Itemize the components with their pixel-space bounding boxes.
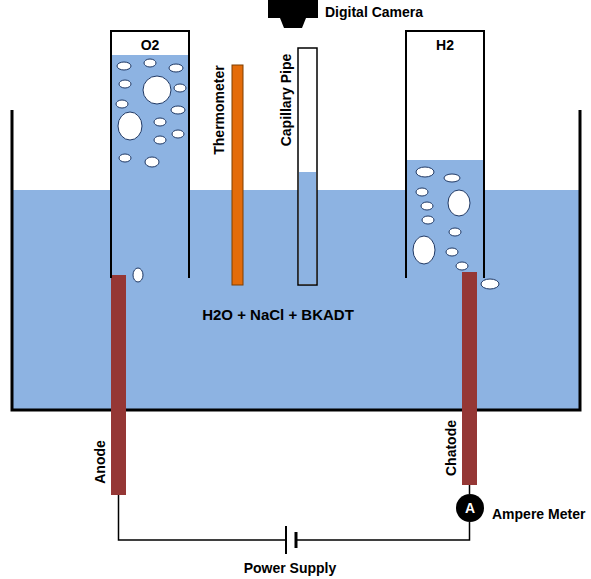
- bubble: [119, 80, 131, 88]
- wire: [119, 495, 286, 540]
- bubble: [481, 279, 499, 289]
- bubble: [416, 188, 428, 196]
- bubble: [118, 112, 142, 140]
- bubble: [154, 118, 166, 126]
- bubble: [144, 59, 156, 67]
- bubble: [416, 167, 434, 177]
- bubble: [116, 100, 128, 108]
- tube-water: [111, 55, 189, 278]
- tube-water: [406, 160, 484, 278]
- gas-tube: O2: [110, 30, 190, 278]
- camera-lens: [280, 18, 306, 28]
- tank-wall: [12, 110, 580, 410]
- electrode-label: Chatode: [443, 420, 459, 476]
- bubble: [169, 64, 183, 72]
- wire: [469, 485, 471, 494]
- bubble: [117, 62, 131, 70]
- node-text: H2: [436, 37, 454, 53]
- bubble: [456, 262, 468, 270]
- battery-plate: [285, 526, 287, 554]
- node-text: A: [465, 500, 475, 516]
- tube-gas: [111, 31, 189, 55]
- bubble: [449, 228, 461, 236]
- gas-tube: H2: [405, 30, 485, 278]
- node-text: H2O + NaCl + BKADT: [202, 306, 354, 323]
- ampere-meter: AAmpere Meter: [456, 494, 484, 522]
- tube-gas: [406, 31, 484, 160]
- thermometer: [232, 65, 243, 285]
- electrolyte-water: [13, 190, 579, 409]
- bubble: [174, 84, 186, 92]
- device-label: Thermometer: [211, 65, 227, 154]
- bubble: [119, 154, 131, 162]
- device-label: Power Supply: [244, 560, 337, 576]
- node-caption: Ampere Meter: [492, 506, 585, 522]
- bubble: [133, 268, 143, 282]
- cathode-electrode: [462, 272, 477, 485]
- device-label: Capillary Pipe: [278, 54, 294, 147]
- bubble: [154, 136, 166, 144]
- bubble: [172, 130, 184, 138]
- bubble: [413, 236, 435, 264]
- wire: [297, 522, 470, 540]
- battery-plate: [295, 532, 298, 548]
- bubble: [145, 157, 159, 167]
- bubble: [446, 248, 458, 256]
- anode-electrode: [111, 275, 126, 495]
- capillary-pipe: [298, 48, 317, 285]
- node-text: O2: [141, 37, 160, 53]
- bubble: [143, 76, 171, 104]
- bubble: [422, 216, 434, 224]
- device-label: Digital Camera: [325, 4, 423, 20]
- bubble: [448, 190, 470, 216]
- capillary-water: [299, 172, 316, 284]
- bubble: [421, 202, 433, 210]
- bubble: [444, 174, 460, 182]
- bubble: [171, 106, 185, 114]
- camera-body: [268, 0, 318, 18]
- electrode-label: Anode: [92, 440, 108, 484]
- electrolysis-tank: H2O + NaCl + BKADTO2H2: [12, 110, 580, 410]
